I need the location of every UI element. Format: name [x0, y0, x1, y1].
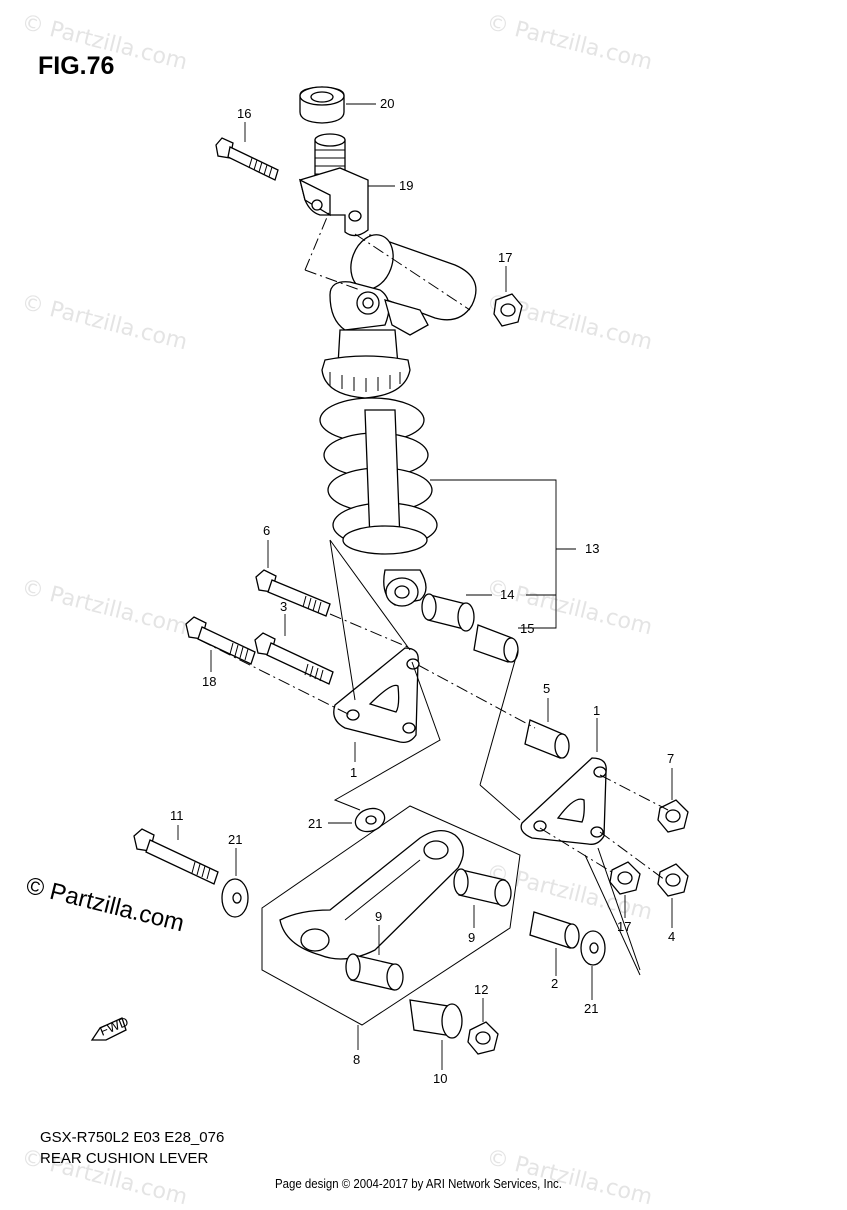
callout-2: 2 — [551, 976, 558, 991]
callout-16: 16 — [237, 106, 251, 121]
figure-title: FIG.76 — [38, 52, 115, 80]
callout-21-right: 21 — [584, 1001, 598, 1016]
part-9-bearing[interactable] — [453, 868, 512, 907]
part-1-bracket-right[interactable] — [520, 757, 607, 845]
callout-7: 7 — [667, 751, 674, 766]
part-7-nut[interactable] — [657, 799, 689, 833]
part-1-bracket-left[interactable] — [333, 647, 420, 743]
callout-labels: 20 16 19 17 13 6 14 3 15 18 5 1 1 7 21 1… — [170, 96, 675, 1086]
assembly-outline-upper — [329, 539, 441, 811]
part-4-nut[interactable] — [657, 863, 689, 897]
part-17-nut[interactable] — [493, 293, 523, 327]
callout-3: 3 — [280, 599, 287, 614]
callout-9: 9 — [468, 930, 475, 945]
part-20-bushing[interactable] — [299, 86, 345, 124]
leader-lines — [177, 103, 673, 1070]
fwd-arrow-icon: FWD — [90, 1014, 131, 1041]
callout-17-lower: 17 — [617, 919, 631, 934]
center-line-right — [539, 774, 669, 881]
part-17-nut-lower[interactable] — [609, 861, 641, 895]
callout-19: 19 — [399, 178, 413, 193]
center-line-bolt — [199, 613, 536, 729]
assembly-outline-right — [479, 649, 641, 976]
callout-1-left: 1 — [350, 765, 357, 780]
callout-12: 12 — [474, 982, 488, 997]
part-21-washer-right[interactable] — [580, 930, 606, 966]
center-line-upper — [304, 209, 471, 311]
callout-21-left: 21 — [228, 832, 242, 847]
callout-9-lower: 9 — [375, 909, 382, 924]
callout-11: 11 — [170, 808, 184, 823]
callout-17: 17 — [498, 250, 512, 265]
callout-8: 8 — [353, 1052, 360, 1067]
part-10-pin[interactable] — [409, 999, 463, 1039]
model-code: GSX-R750L2 E03 E28_076 — [40, 1129, 225, 1146]
part-21-washer-left[interactable] — [221, 878, 249, 918]
part-11-bolt[interactable] — [133, 828, 219, 885]
part-3-bolt[interactable] — [254, 632, 334, 685]
callout-15: 15 — [520, 621, 534, 636]
callout-10: 10 — [433, 1071, 447, 1086]
part-12-nut[interactable] — [467, 1021, 499, 1055]
callout-4: 4 — [668, 929, 675, 944]
part-14-bearing[interactable] — [421, 593, 475, 632]
diagram-subtitle: REAR CUSHION LEVER — [40, 1150, 209, 1167]
callout-21: 21 — [308, 816, 322, 831]
part-15-sleeve[interactable] — [473, 624, 519, 663]
callout-20: 20 — [380, 96, 394, 111]
part-8-cushion-rod[interactable] — [279, 830, 464, 960]
callout-1-right: 1 — [593, 703, 600, 718]
part-9-bearing-lower[interactable] — [345, 953, 404, 991]
page-credit: Page design © 2004-2017 by ARI Network S… — [275, 1176, 562, 1191]
part-13-shock-absorber[interactable] — [319, 229, 477, 607]
part-16-bolt[interactable] — [215, 137, 279, 181]
callout-14: 14 — [500, 587, 514, 602]
callout-13: 13 — [585, 541, 599, 556]
part-2-collar[interactable] — [529, 911, 580, 949]
part-18-bolt[interactable] — [185, 616, 256, 665]
assembly-outline-lower — [261, 805, 521, 1026]
part-19-clevis[interactable] — [299, 133, 369, 237]
callout-18: 18 — [202, 674, 216, 689]
callout-6: 6 — [263, 523, 270, 538]
callout-5: 5 — [543, 681, 550, 696]
part-6-bolt[interactable] — [255, 569, 331, 617]
part-21-washer[interactable] — [352, 805, 388, 836]
part-5-collar[interactable] — [524, 719, 570, 759]
